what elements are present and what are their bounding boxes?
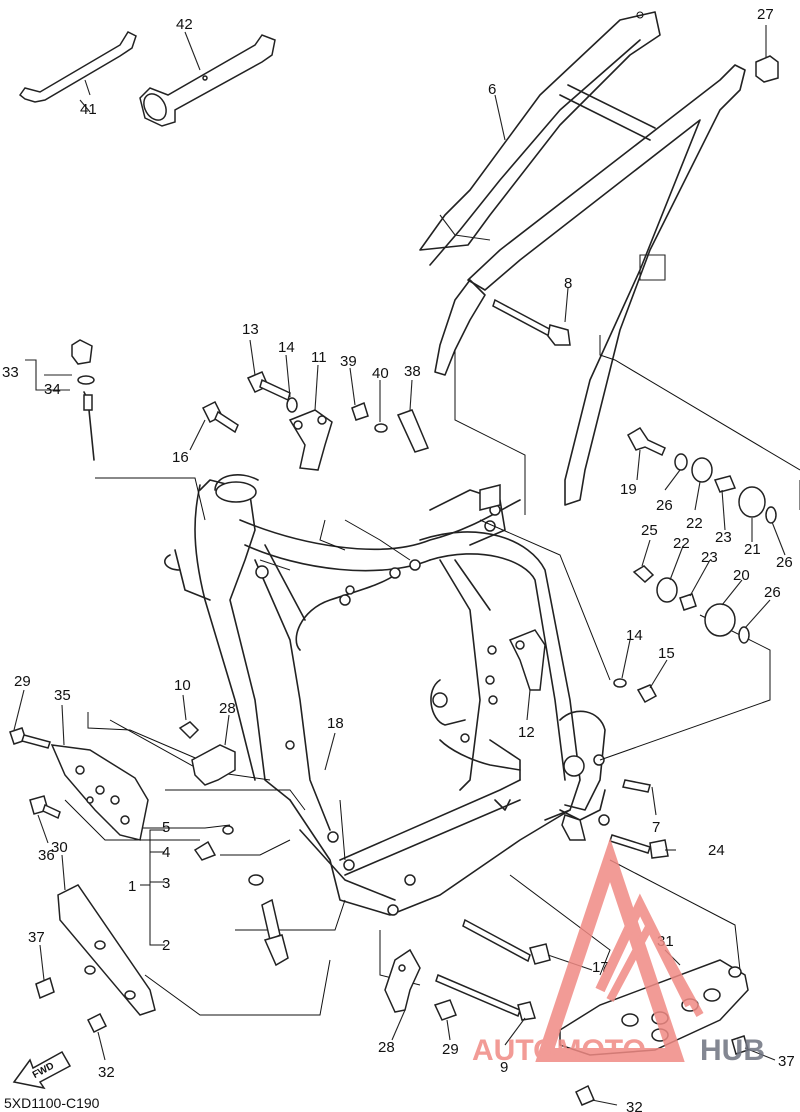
bolt-8 [492, 298, 571, 346]
callout-11: 11 [311, 349, 327, 366]
callout-14-lower: 14 [626, 627, 643, 644]
part-10-28-bracket [178, 721, 236, 786]
callout-2: 2 [162, 937, 170, 954]
callout-26-c: 26 [764, 584, 781, 601]
callout-23-upper: 23 [715, 529, 732, 546]
callout-26-b: 26 [776, 554, 793, 571]
engine-mount-bushings [626, 426, 777, 644]
chain-guide-35 [9, 727, 149, 841]
callout-33: 33 [2, 364, 19, 381]
watermark-brand-a: AUTOMOTO [472, 1034, 646, 1067]
callout-41: 41 [80, 101, 97, 118]
callout-15: 15 [658, 645, 675, 662]
callout-34: 34 [44, 381, 61, 398]
diagram-code: 5XD1100-C190 [4, 1095, 100, 1111]
main-frame [164, 474, 610, 916]
callout-28-upper: 28 [219, 700, 236, 717]
spanner-tool [18, 31, 137, 103]
callout-12: 12 [518, 724, 535, 741]
callout-7: 7 [652, 819, 660, 836]
callout-13: 13 [242, 321, 259, 338]
part-33-plug [71, 339, 95, 461]
callout-1: 1 [128, 878, 136, 895]
callout-27: 27 [757, 6, 774, 23]
callout-35: 35 [54, 687, 71, 704]
callout-20: 20 [733, 567, 750, 584]
callout-23-lower: 23 [701, 549, 718, 566]
callout-25: 25 [641, 522, 658, 539]
callout-22-lower: 22 [673, 535, 690, 552]
callout-16: 16 [172, 449, 189, 466]
callout-21: 21 [744, 541, 761, 558]
leader-lines [64, 335, 800, 1016]
callout-40: 40 [372, 365, 389, 382]
callout-19: 19 [620, 481, 637, 498]
callout-24: 24 [708, 842, 725, 859]
callout-42: 42 [176, 16, 193, 33]
plug-wrench-tool [139, 34, 276, 127]
callout-30: 30 [51, 839, 68, 856]
part-1-assembly [140, 825, 289, 967]
lower-bracket-hardware [384, 779, 669, 1021]
upper-mount-hardware [201, 371, 430, 471]
callout-32-left: 32 [98, 1064, 115, 1081]
callout-26-a: 26 [656, 497, 673, 514]
callout-5: 5 [162, 819, 170, 836]
callout-37-left: 37 [28, 929, 45, 946]
callout-6: 6 [488, 81, 496, 98]
callout-39: 39 [340, 353, 357, 370]
callout-38: 38 [404, 363, 421, 380]
callout-32-right: 32 [626, 1099, 643, 1112]
engine-plate-12 [508, 629, 658, 704]
callout-4: 4 [162, 844, 170, 861]
guard-plate-30 [35, 884, 156, 1034]
callout-37-right: 37 [778, 1053, 795, 1070]
callout-29-left: 29 [14, 673, 31, 690]
callout-22-upper: 22 [686, 515, 703, 532]
watermark-brand-b: HUB [700, 1034, 765, 1067]
automotohub-watermark: AUTOMOTO HUB [472, 837, 765, 1067]
callout-8: 8 [564, 275, 572, 292]
rear-subframe [419, 11, 746, 506]
callout-28-lower: 28 [378, 1039, 395, 1056]
callout-numbers: 1 2 3 4 5 6 7 8 9 10 11 12 13 14 14 15 1… [2, 6, 795, 1112]
callout-29-lower: 29 [442, 1041, 459, 1058]
callout-14-upper: 14 [278, 339, 295, 356]
part-27-cap [755, 55, 779, 83]
callout-9: 9 [500, 1059, 508, 1076]
callout-10: 10 [174, 677, 191, 694]
fwd-arrow-icon: FWD [12, 1050, 72, 1090]
callout-18: 18 [327, 715, 344, 732]
callout-3: 3 [162, 875, 170, 892]
callout-36: 36 [38, 847, 55, 864]
callout-leaders [13, 25, 786, 1106]
